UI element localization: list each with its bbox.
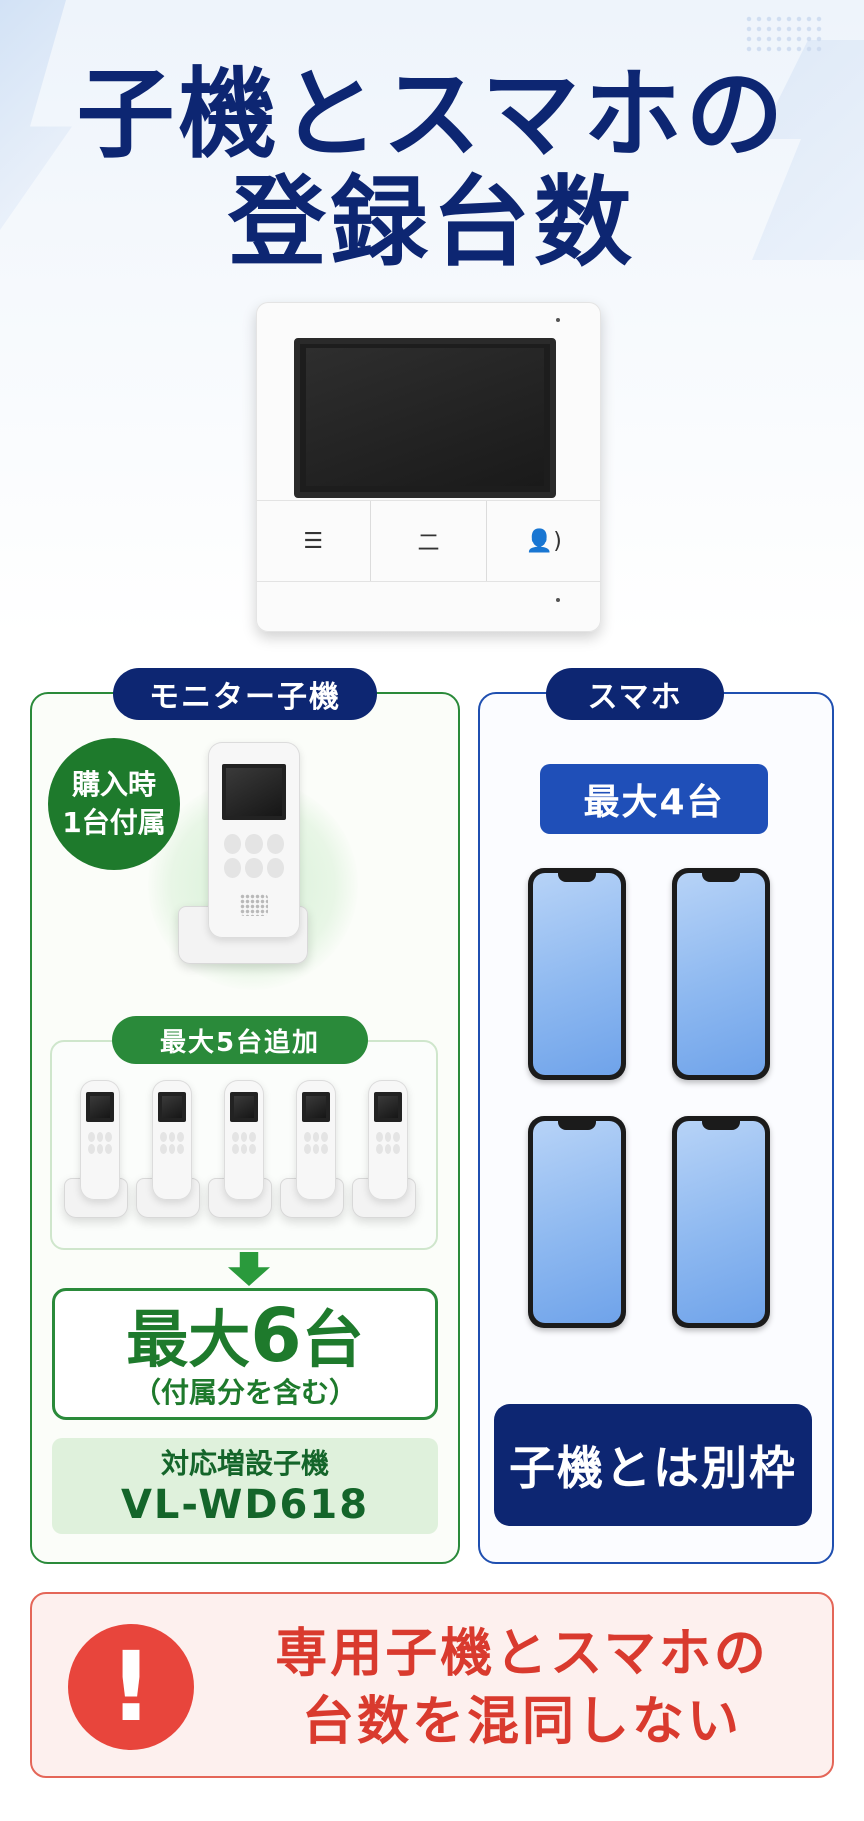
exclamation-icon: ! xyxy=(68,1624,194,1750)
monitor-talk-button: 👤) xyxy=(525,528,562,554)
monitor-menu-button: ☰ xyxy=(256,501,372,581)
smartphone-icon xyxy=(528,1116,626,1328)
monitor-screen xyxy=(294,338,556,498)
max-smartphones-label: 最大4台 xyxy=(540,764,768,834)
handset-panel-header: モニター子機 xyxy=(113,668,377,720)
smartphone-icon xyxy=(528,868,626,1080)
warning-banner: ! 専用子機とスマホの 台数を混同しない xyxy=(30,1592,834,1778)
separate-quota-label: 子機とは別枠 xyxy=(494,1404,812,1526)
monitor-second-button: 二 xyxy=(371,501,487,581)
warning-text: 専用子機とスマホの 台数を混同しない xyxy=(232,1620,812,1756)
warning-line2: 台数を混同しない xyxy=(301,1692,742,1752)
page-title-line2: 登録台数 xyxy=(227,166,636,280)
large-handset-screen xyxy=(222,764,286,820)
small-handset xyxy=(296,1080,336,1200)
included-badge-line2: 1台付属 xyxy=(62,806,166,839)
large-handset xyxy=(208,742,300,938)
warning-line1: 専用子機とスマホの xyxy=(275,1624,769,1684)
page-title-line1: 子機とスマホの xyxy=(76,58,788,172)
included-badge: 購入時 1台付属 xyxy=(48,738,180,870)
monitor-led-top xyxy=(556,318,560,322)
smartphone-icon xyxy=(672,1116,770,1328)
compatible-model-code: VL-WD618 xyxy=(120,1482,370,1528)
large-handset-speaker xyxy=(240,894,268,916)
large-handset-keypad xyxy=(224,834,284,878)
max-handsets-box: 最大6台 （付属分を含む） xyxy=(52,1288,438,1420)
compatible-model-box: 対応増設子機 VL-WD618 xyxy=(52,1438,438,1534)
compatible-model-label: 対応増設子機 xyxy=(160,1447,329,1480)
small-handset xyxy=(224,1080,264,1200)
max-handsets-note: （付属分を含む） xyxy=(132,1376,357,1409)
decorative-dots xyxy=(744,14,824,54)
included-badge-line1: 購入時 xyxy=(71,768,156,801)
smartphone-icon xyxy=(672,868,770,1080)
main-monitor-device: ☰ 二 👤) xyxy=(256,302,601,632)
monitor-button-row: ☰ 二 👤) xyxy=(256,500,601,582)
small-handset xyxy=(368,1080,408,1200)
max-handsets-count: 最大6台 xyxy=(126,1293,364,1379)
smartphone-panel-header: スマホ xyxy=(546,668,724,720)
small-handset xyxy=(80,1080,120,1200)
add-count-label: 最大5台追加 xyxy=(112,1016,368,1064)
monitor-led-bottom xyxy=(556,598,560,602)
small-handset xyxy=(152,1080,192,1200)
